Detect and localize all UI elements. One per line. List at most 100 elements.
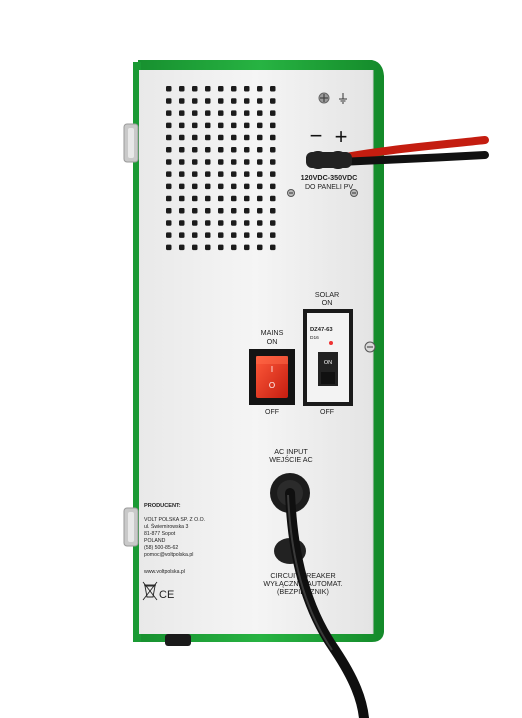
vent-hole	[244, 147, 250, 153]
vent-hole	[166, 244, 172, 251]
vent-hole	[231, 244, 237, 251]
vent-hole	[231, 86, 237, 92]
vent-hole	[218, 232, 224, 238]
vent-hole	[231, 98, 237, 104]
vent-hole	[218, 208, 224, 214]
dc-destination-label: DO PANELI PV	[305, 184, 353, 191]
vent-hole	[205, 110, 211, 116]
solar-label: SOLAR	[315, 290, 339, 299]
solar-off-label: OFF	[320, 409, 334, 416]
vent-hole	[257, 159, 263, 165]
vent-hole	[231, 183, 237, 190]
producer-line: (58) 500-85-62	[144, 545, 178, 551]
vent-hole	[257, 183, 263, 190]
vent-hole	[179, 122, 185, 129]
ac-cable	[285, 488, 369, 718]
vent-hole	[270, 86, 276, 92]
vent-hole	[270, 220, 276, 226]
vent-hole	[166, 232, 172, 238]
vent-hole	[270, 159, 276, 165]
left-handle-bottom	[123, 507, 139, 547]
vent-hole	[218, 183, 224, 190]
vent-hole	[205, 183, 211, 190]
vent-hole	[166, 110, 172, 116]
vent-hole	[218, 86, 224, 92]
rocker-off-symbol: O	[269, 381, 275, 390]
vent-hole	[192, 86, 198, 92]
panel-screw	[350, 189, 358, 197]
vent-hole	[218, 159, 224, 165]
vent-hole	[179, 244, 185, 251]
vent-hole	[257, 110, 263, 116]
mains-on-label: ON	[267, 337, 278, 346]
vent-hole	[218, 244, 224, 251]
vent-hole	[179, 208, 185, 214]
vent-hole	[218, 110, 224, 116]
vent-hole	[270, 110, 276, 116]
foot	[165, 634, 191, 646]
vent-hole	[244, 122, 250, 129]
vent-hole	[218, 134, 224, 141]
vent-hole	[179, 134, 185, 141]
vent-hole	[179, 183, 185, 190]
vent-hole	[192, 159, 198, 165]
breaker-model-label: DZ47-63	[310, 327, 333, 333]
vent-hole	[244, 171, 250, 177]
vent-hole	[166, 98, 172, 104]
vent-hole	[179, 232, 185, 238]
vent-hole	[257, 86, 263, 92]
vent-hole	[257, 122, 263, 129]
vent-hole	[244, 208, 250, 214]
vent-hole	[166, 171, 172, 177]
vent-hole	[192, 232, 198, 238]
vent-hole	[192, 220, 198, 226]
vent-hole	[257, 232, 263, 238]
vent-hole	[218, 171, 224, 177]
vent-hole	[244, 220, 250, 226]
vent-hole	[218, 122, 224, 129]
vent-hole	[205, 220, 211, 226]
vent-hole	[270, 147, 276, 153]
vent-hole	[192, 195, 198, 202]
producer-line: VOLT POLSKA SP. Z O.O.	[144, 517, 205, 523]
vent-hole	[270, 122, 276, 129]
dc-cables	[306, 136, 489, 169]
vent-hole	[218, 98, 224, 104]
vent-hole	[270, 171, 276, 177]
vent-hole	[166, 208, 172, 214]
vent-hole	[205, 98, 211, 104]
mains-rocker-switch[interactable]	[249, 349, 295, 405]
dc-range-label: 120VDC-350VDC	[301, 173, 358, 182]
vent-hole	[205, 122, 211, 129]
vent-hole	[192, 147, 198, 153]
solar-on-label: ON	[322, 298, 333, 307]
vent-hole	[257, 244, 263, 251]
vent-hole	[231, 171, 237, 177]
ground-terminal	[318, 92, 330, 104]
vent-hole	[205, 195, 211, 202]
vent-hole	[244, 195, 250, 202]
ground-icon	[339, 93, 347, 104]
weee-icon	[142, 581, 158, 601]
vent-hole	[166, 122, 172, 129]
vent-hole	[244, 134, 250, 141]
vent-hole	[244, 110, 250, 116]
producer-line: ul. Świemirowska 3	[144, 522, 189, 530]
producer-line: POLAND	[144, 538, 166, 544]
solar-circuit-breaker[interactable]	[303, 309, 353, 406]
vent-hole	[231, 159, 237, 165]
vent-hole	[205, 171, 211, 177]
vent-hole	[205, 86, 211, 92]
vent-hole	[192, 183, 198, 190]
vent-hole	[205, 147, 211, 153]
vent-hole	[205, 244, 211, 251]
vent-hole	[218, 220, 224, 226]
producer-heading: PRODUCENT:	[144, 503, 181, 509]
vent-hole	[179, 147, 185, 153]
vent-hole	[166, 86, 172, 92]
vent-hole	[231, 195, 237, 202]
vent-hole	[179, 110, 185, 116]
vent-hole	[179, 195, 185, 202]
vent-hole	[166, 134, 172, 141]
mains-label: MAINS	[261, 328, 284, 337]
